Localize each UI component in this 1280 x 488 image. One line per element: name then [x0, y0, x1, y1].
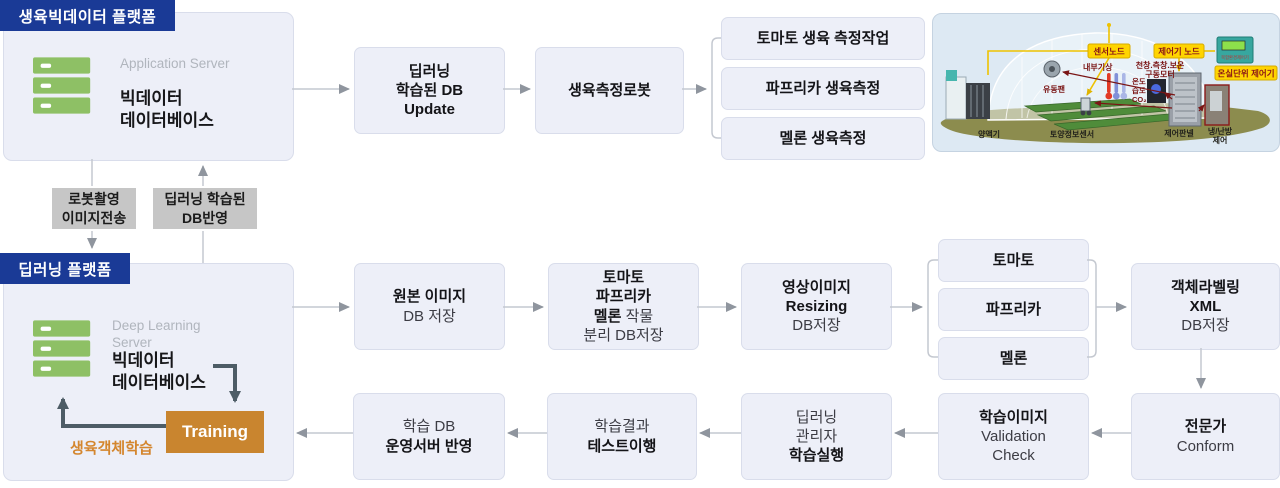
flow-box-resizing: 영상이미지 Resizing DB저장	[741, 263, 892, 350]
nutrient-machine	[945, 70, 990, 120]
hvac-unit	[1204, 84, 1230, 126]
flow-line: 테스트이행	[587, 437, 657, 455]
sensor-wiring	[987, 26, 1215, 96]
flow-box-growth-robot: 생육측정로봇	[535, 47, 684, 134]
svg-text:제어기 노드: 제어기 노드	[1158, 47, 1200, 57]
flow-line: 원본 이미지	[392, 288, 467, 306]
training-note: 생육객체학습	[70, 440, 153, 457]
server-icon	[33, 320, 91, 377]
bracket-task-group	[711, 37, 721, 139]
greenhouse-illustration: 복합환경제어기 센서노드 제어기 노드 온실단위 제어기 내부기상	[932, 13, 1280, 152]
env-label-temp: 온도	[1132, 77, 1146, 86]
flow-line: 전문가	[1184, 418, 1227, 436]
server-icon	[33, 57, 91, 114]
task-box-tomato: 토마토 생육 측정작업	[721, 17, 925, 60]
env-label-co2: CO₂	[1132, 95, 1147, 104]
flow-box-test-run: 학습결과 테스트이행	[547, 393, 697, 480]
flow-line: 파프리카 생육측정	[765, 79, 881, 97]
flow-line: Check	[992, 447, 1035, 465]
soil-sensor-label: 토양정보센서	[1050, 129, 1094, 139]
server-name-label: 빅데이터 데이터베이스	[120, 89, 214, 131]
hvac-label: 제어	[1213, 135, 1228, 145]
flow-box-original-image: 원본 이미지 DB 저장	[354, 263, 505, 350]
flow-line: 분리 DB저장	[583, 326, 664, 344]
flow-line: 운영서버 반영	[385, 437, 473, 455]
task-box-paprika: 파프리카 생육측정	[721, 67, 925, 110]
flow-line: 학습 DB	[402, 418, 456, 436]
crop-rows	[1023, 98, 1194, 131]
panel-label: 제어판넬	[1164, 128, 1193, 138]
unit-controller-device: 복합환경제어기	[1216, 36, 1254, 64]
training-box: Training	[166, 411, 264, 453]
flow-line: 멜론 작물	[593, 307, 654, 325]
flow-box-training-run: 딥러닝 관리자 학습실행	[741, 393, 892, 480]
controller-node-label: 제어기 노드	[1153, 43, 1205, 59]
flow-box-expert-conform: 전문가 Conform	[1131, 393, 1280, 480]
flow-box-crop-separation: 토마토 파프리카 멜론 작물 분리 DB저장	[548, 263, 699, 350]
flow-line: Update	[404, 101, 455, 119]
circulation-fan	[1043, 60, 1061, 78]
ridge-sensor-dot	[1107, 23, 1111, 27]
flow-line: 관리자	[795, 427, 838, 445]
flow-line: 학습결과	[594, 418, 650, 436]
flow-line: DB저장	[792, 317, 841, 335]
crop-box-melon: 멜론	[938, 337, 1089, 380]
flow-line: 멜론 생육측정	[779, 129, 867, 147]
flow-line: 토마토	[602, 269, 645, 287]
flow-box-object-labeling: 객체라벨링 XML DB저장	[1131, 263, 1280, 350]
flow-box-validation-check: 학습이미지 Validation Check	[938, 393, 1089, 480]
sensor-node-label: 센서노드	[1087, 43, 1131, 59]
flow-box-deploy: 학습 DB 운영서버 반영	[353, 393, 505, 480]
flow-line: 토마토 생육 측정작업	[756, 29, 890, 47]
flow-line: Validation	[981, 427, 1046, 445]
env-label-humidity: 습도	[1132, 85, 1146, 95]
flow-line: Conform	[1176, 437, 1235, 455]
svg-text:온실단위 제어기: 온실단위 제어기	[1217, 69, 1274, 79]
flow-line: DB저장	[1181, 317, 1230, 335]
deeplearning-platform-header: 딥러닝 플랫폼	[0, 253, 130, 284]
crop-box-paprika: 파프리카	[938, 288, 1089, 331]
flow-line: 딥러닝	[408, 62, 451, 80]
flow-line: 학습이미지	[978, 408, 1048, 426]
flow-line: 딥러닝	[795, 408, 838, 426]
flow-line: 파프리카	[985, 300, 1042, 318]
server-type-label: Application Server	[120, 56, 230, 71]
task-box-melon: 멜론 생육측정	[721, 117, 925, 160]
flow-line: 학습된 DB	[395, 81, 464, 99]
flow-line: 영상이미지	[781, 278, 851, 296]
control-panel-cabinet	[1168, 72, 1202, 127]
thermometer-icons	[1105, 73, 1128, 100]
flow-line: 학습실행	[788, 447, 845, 465]
unit-controller-label: 온실단위 제어기	[1214, 65, 1278, 81]
bracket-crops-left	[927, 259, 938, 358]
flow-line: 토마토	[992, 251, 1035, 269]
flow-line: 객체라벨링	[1170, 278, 1240, 296]
flow-line: 생육측정로봇	[568, 81, 651, 99]
fan-label: 유동팬	[1043, 84, 1065, 94]
transfer-label-db-apply: 딥러닝 학습된 DB반영	[153, 188, 257, 229]
nutrient-label: 양액기	[978, 129, 1000, 139]
hvac-label: 냉/난방	[1208, 126, 1233, 136]
server-name-label: 빅데이터 데이터베이스	[112, 351, 206, 393]
server-type-label: Deep Learning Server	[112, 318, 201, 350]
crop-box-tomato: 토마토	[938, 239, 1089, 282]
transfer-label-robot-images: 로봇촬영 이미지전송	[52, 188, 136, 229]
indoor-weather-label: 내부기상	[1083, 62, 1113, 72]
flow-line: Resizing	[785, 297, 848, 315]
flow-line: 멜론	[999, 349, 1028, 367]
motors-label: 천창.측창.보온	[1136, 60, 1185, 70]
soil-sensor	[1080, 97, 1092, 116]
motors-label: 구동모터	[1145, 69, 1174, 79]
bigdata-platform-header: 생육빅데이터 플랫폼	[0, 0, 175, 31]
flow-box-db-update: 딥러닝 학습된 DB Update	[354, 47, 505, 134]
flow-line: XML	[1189, 297, 1222, 315]
device-label: 복합환경제어기	[1221, 54, 1249, 61]
svg-text:센서노드: 센서노드	[1093, 47, 1124, 57]
control-arrows	[1062, 70, 1205, 112]
flow-line: 파프리카	[595, 288, 652, 306]
flow-line: DB 저장	[403, 307, 456, 325]
